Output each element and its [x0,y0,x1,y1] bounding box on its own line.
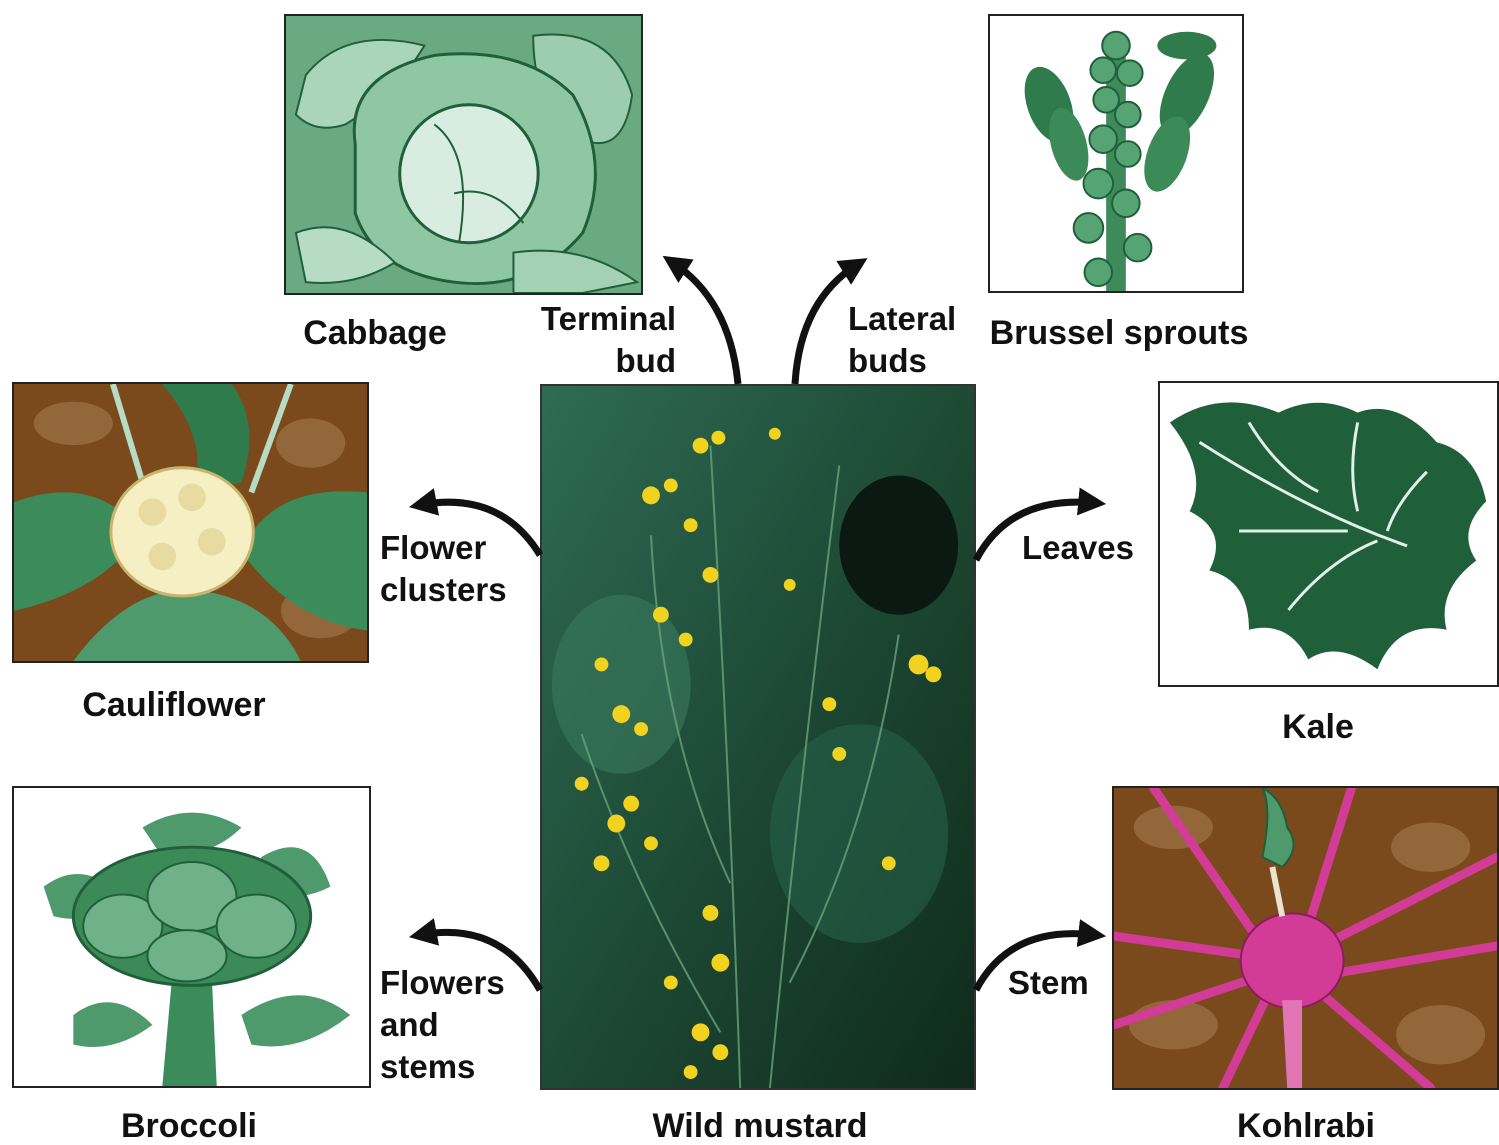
broccoli-caption: Broccoli [114,1109,264,1143]
broccoli-illustration [12,786,371,1088]
cabbage-caption: Cabbage [300,316,450,350]
kale-caption: Kale [1270,710,1366,744]
kohlrabi-caption: Kohlrabi [1222,1109,1390,1143]
flower-clusters-label: Flower clusters [380,527,530,611]
cauliflower-caption: Cauliflower [76,688,272,722]
stem-label: Stem [1008,962,1118,1004]
brussel-sprouts-illustration [988,14,1244,293]
brussel-sprouts-caption: Brussel sprouts [985,316,1253,350]
cauliflower-illustration [12,382,369,663]
kohlrabi-illustration [1112,786,1499,1090]
wild-mustard-caption: Wild mustard [640,1109,880,1143]
lateral-buds-label: Lateral buds [848,298,978,382]
leaves-label: Leaves [1022,527,1152,569]
flowers-and-stems-label: Flowers and stems [380,962,530,1088]
arrow-terminal-bud [672,262,738,384]
terminal-bud-label: Terminal bud [526,298,676,382]
kale-illustration [1158,381,1499,687]
wild-mustard-photo [540,384,976,1090]
cabbage-illustration [284,14,643,295]
